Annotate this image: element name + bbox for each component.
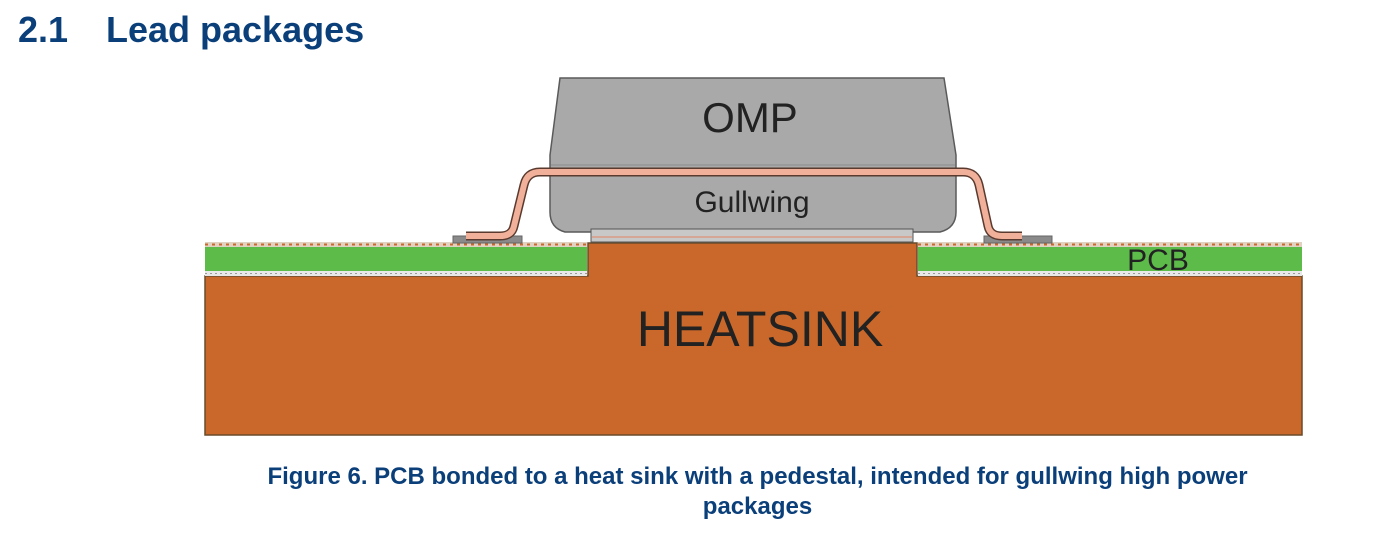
pcb-right [918, 242, 1302, 276]
package-body [549, 77, 957, 233]
section-heading: 2.1 Lead packages [18, 8, 364, 52]
heatsink-label: HEATSINK [637, 301, 883, 357]
package-flange [590, 228, 914, 243]
caption-line-2: packages [702, 493, 813, 520]
package-label: OMP [702, 94, 798, 141]
figure-diagram: OMP Gullwing PCB HEATSINK [204, 77, 1303, 436]
caption-line-1: Figure 6. PCB bonded to a heat sink with… [267, 463, 1248, 490]
heatsink-body [204, 242, 1303, 436]
pcb-left [205, 242, 587, 276]
section-number: 2.1 [18, 9, 69, 50]
gullwing-label: Gullwing [694, 186, 809, 219]
pcb-label: PCB [1127, 244, 1189, 277]
section-title: Lead packages [106, 9, 365, 50]
figure-caption: Figure 6. PCB bonded to a heat sink with… [150, 462, 1365, 522]
